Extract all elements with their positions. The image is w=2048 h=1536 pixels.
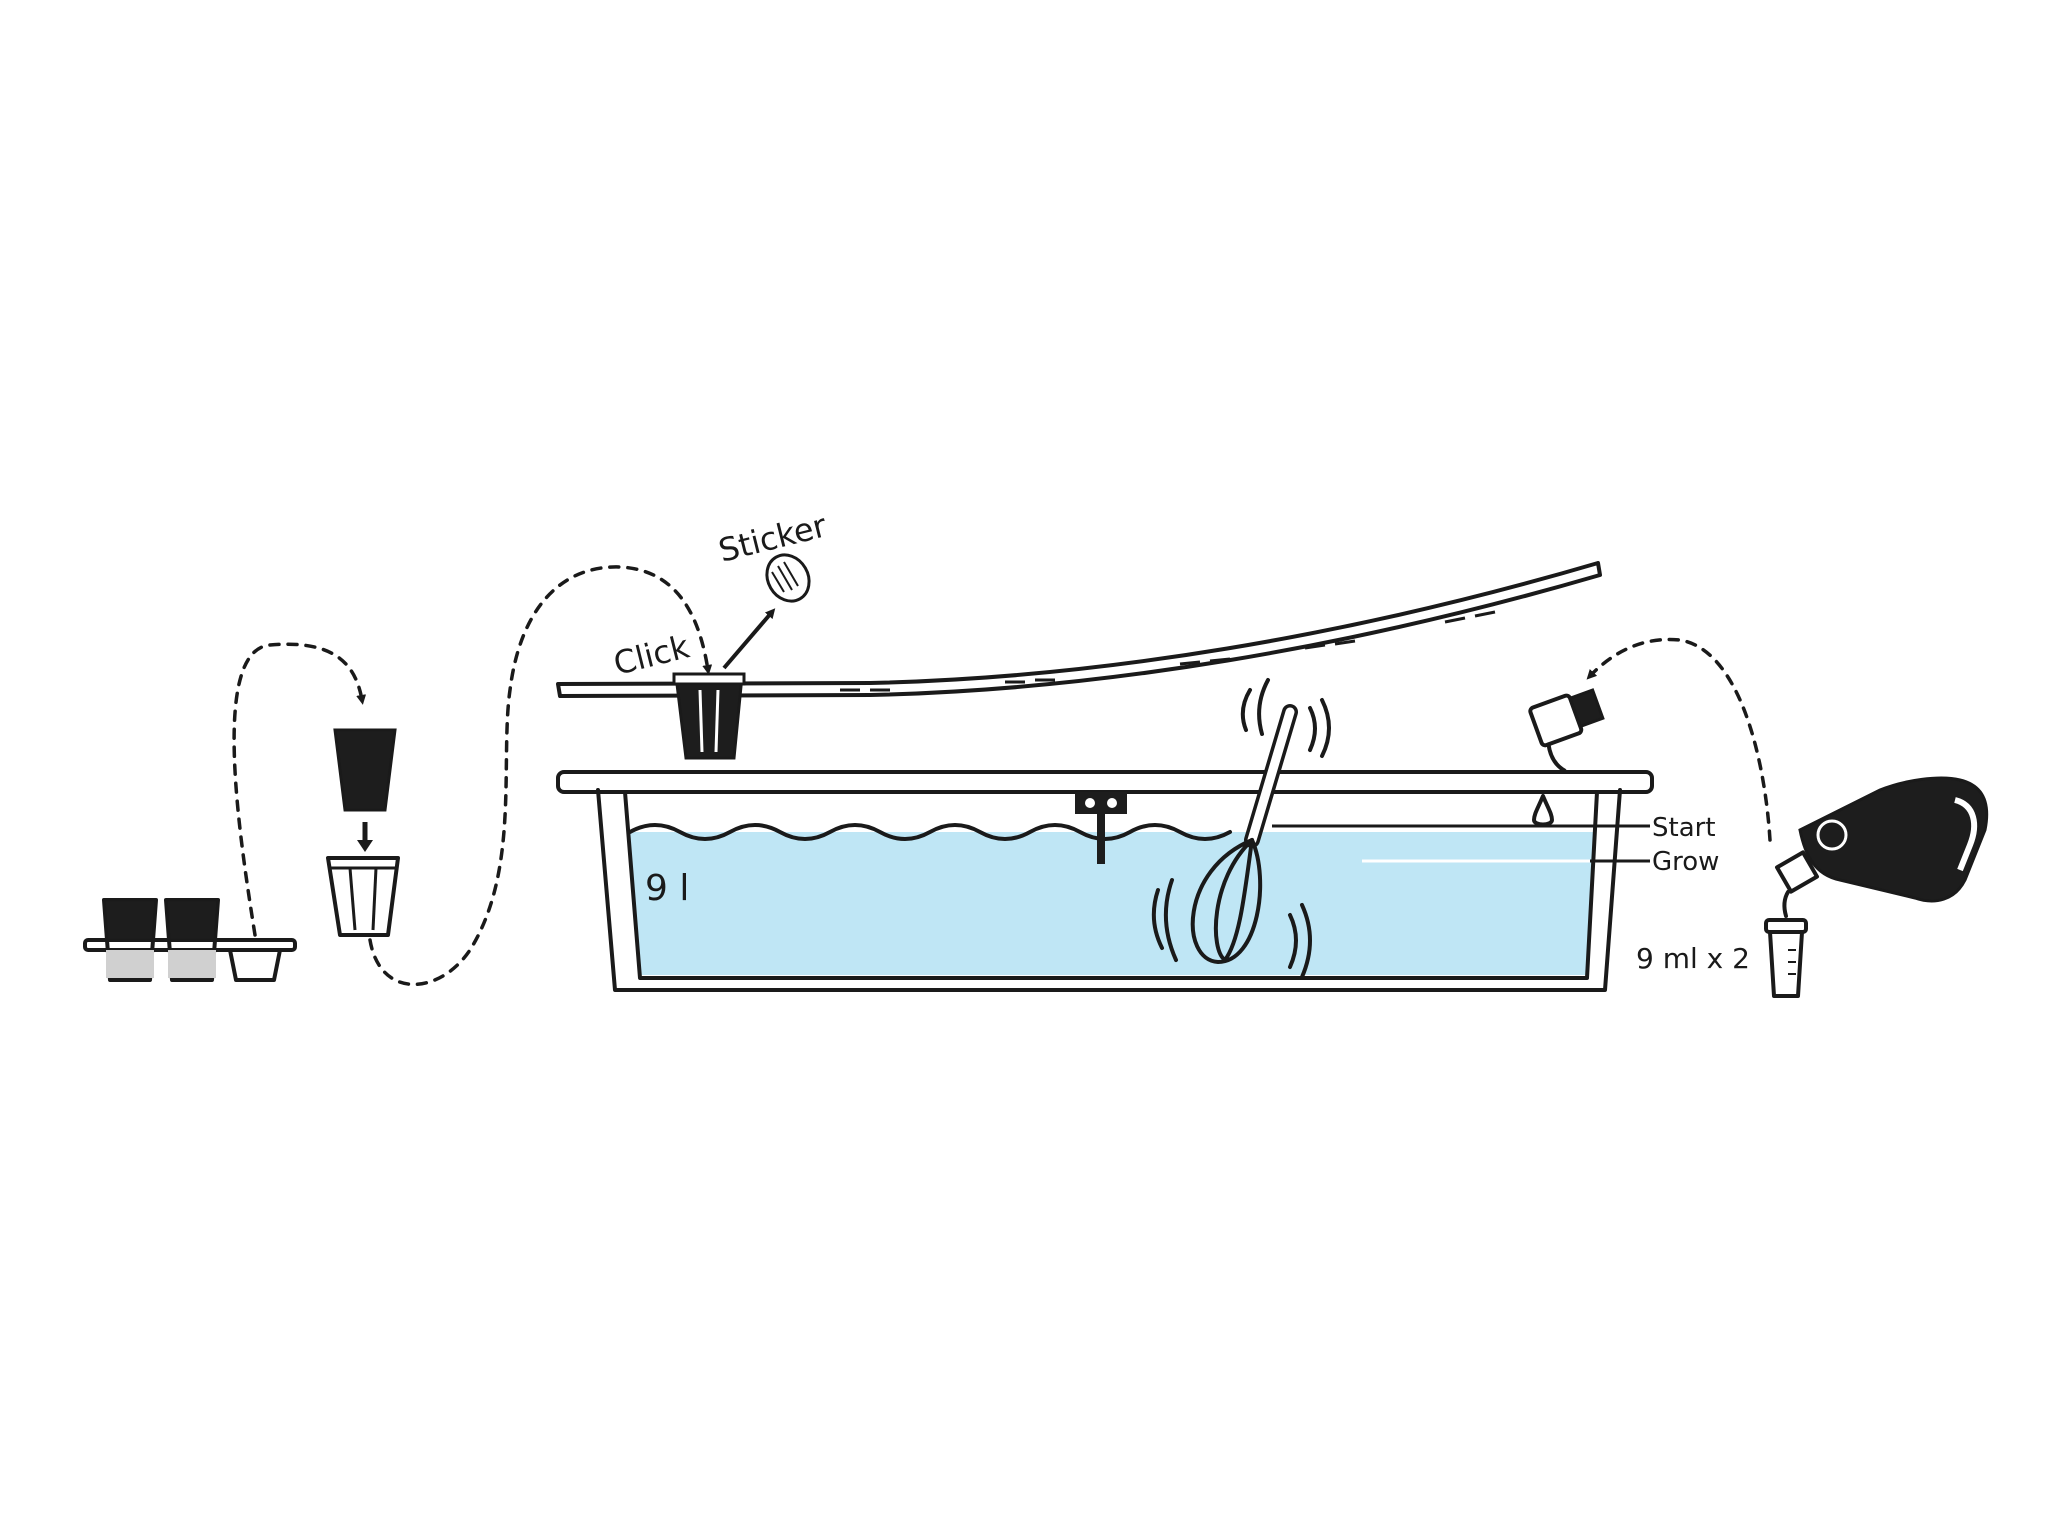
seedling-plug-tray-icon: [83, 898, 297, 982]
whisk-icon: [1151, 678, 1331, 979]
dashed-arrow-bottle-to-cap: [1586, 637, 1772, 842]
dosing-cap-icon: [1528, 688, 1605, 773]
start-label: Start: [1652, 813, 1716, 843]
water-body: [630, 832, 1594, 975]
seed-plug-icon: [333, 728, 397, 812]
dashed-arrow-pot-to-lid: [368, 565, 713, 987]
water-drop-icon: [1532, 794, 1554, 827]
net-pot-icon: [326, 856, 400, 937]
sticker-icon: [765, 553, 811, 603]
tank-volume-label: 9 l: [645, 868, 689, 909]
bracket-sensor-icon: [1075, 792, 1127, 864]
tank-lid: [556, 561, 1602, 698]
nutrient-bottle-icon: [1775, 776, 1989, 918]
grow-label: Grow: [1652, 847, 1719, 877]
dose-label: 9 ml x 2: [1636, 942, 1750, 975]
water-surface: [628, 823, 1232, 841]
water-tank: [556, 770, 1654, 992]
measuring-cap-icon: [1764, 918, 1808, 998]
dashed-arrow-tray-to-plug: [232, 642, 367, 937]
arrow-to-sticker: [722, 608, 776, 670]
planted-net-pot-icon: [672, 672, 746, 760]
down-arrow-icon: [357, 822, 373, 852]
